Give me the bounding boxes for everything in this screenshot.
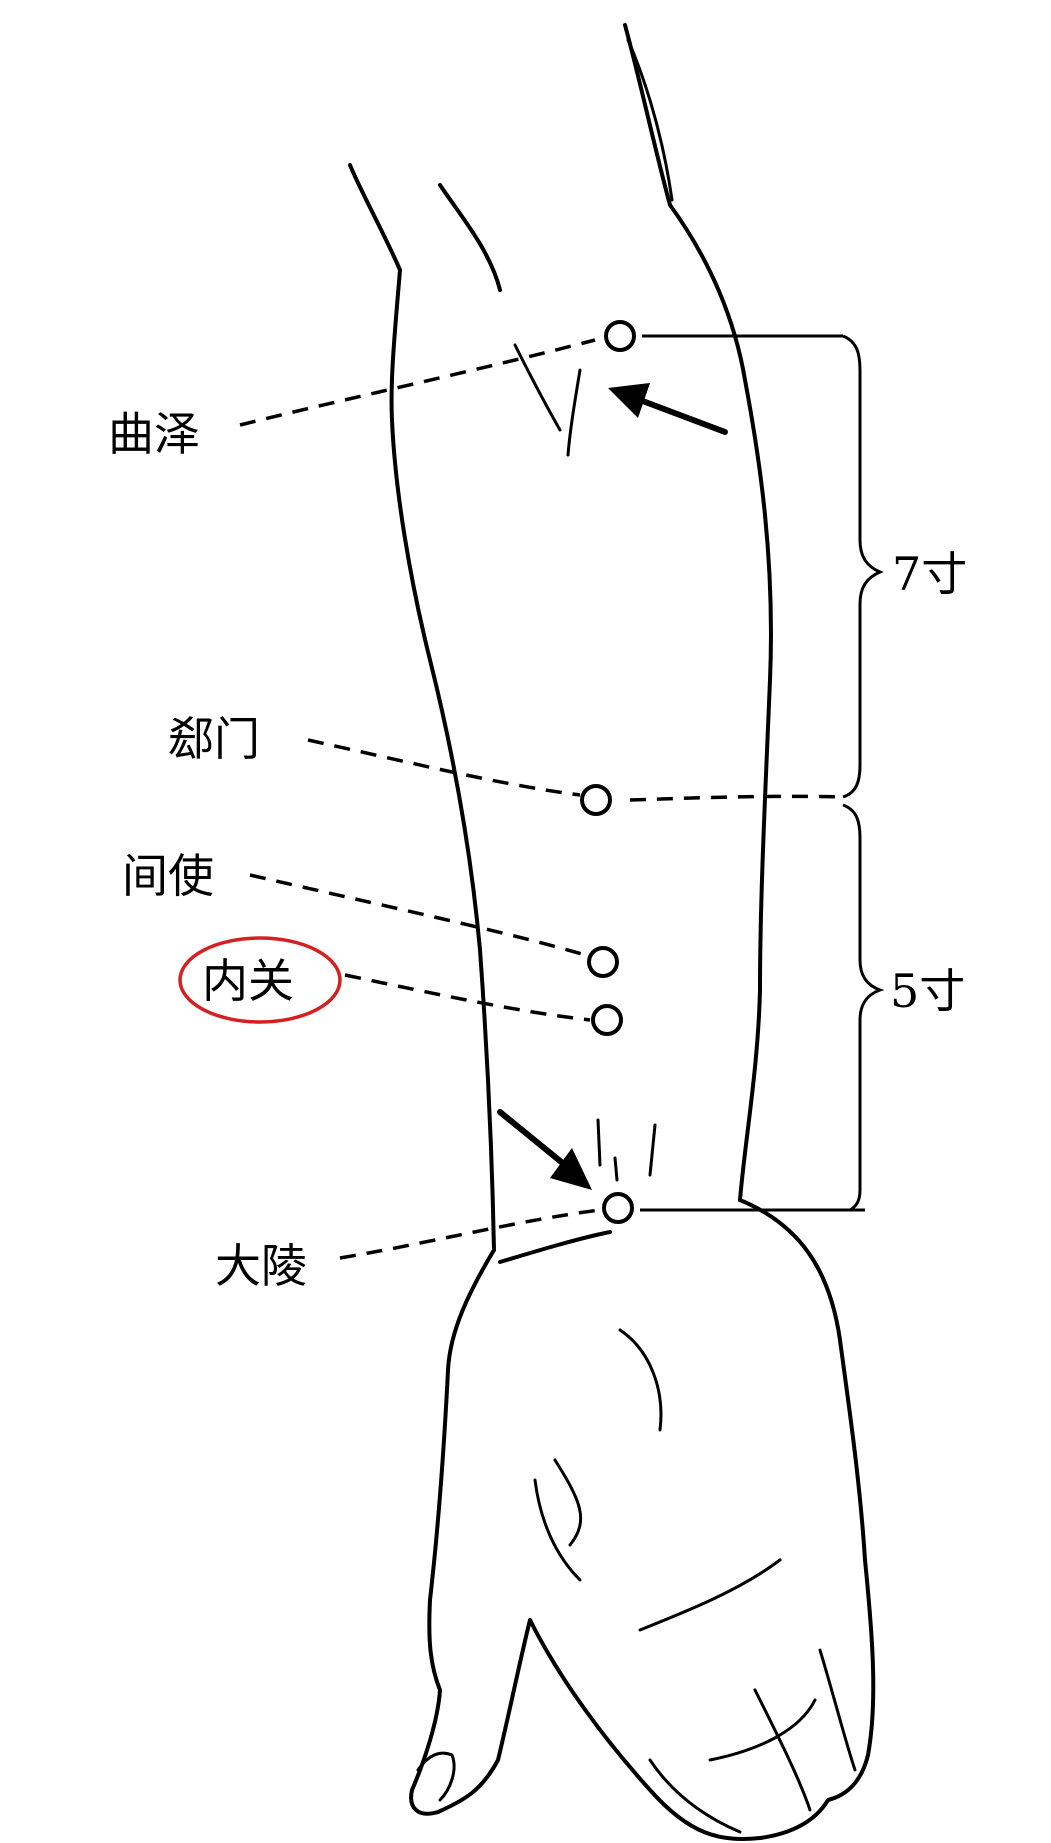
- wrist-arrow: [497, 1109, 592, 1190]
- measure-5cun-label: 5寸: [890, 964, 965, 1018]
- neiguan-highlight-ellipse: [178, 936, 342, 1024]
- upper-arm-crease: [438, 183, 502, 292]
- upper-arm-outline-left: [348, 163, 402, 272]
- jianshi-point: [587, 946, 619, 978]
- thumb-nail: [416, 1751, 456, 1802]
- quze-label: 曲泽: [108, 407, 200, 461]
- wrist-line: [498, 1230, 612, 1264]
- elbow-crease-1: [513, 343, 562, 432]
- elbow-crease-2: [566, 368, 582, 457]
- neiguan-label: 内关: [202, 954, 294, 1008]
- ximen-point: [580, 784, 612, 816]
- quze-point: [604, 320, 636, 352]
- elbow-inner-contour: [626, 38, 674, 202]
- finger-line-1: [648, 1758, 742, 1834]
- palm-crease-3: [533, 1478, 582, 1582]
- measure-7cun-label: 7寸: [892, 547, 967, 601]
- neiguan-leader: [344, 973, 591, 1022]
- wrist-crease-3: [613, 1156, 619, 1182]
- neiguan-point: [591, 1004, 623, 1036]
- jianshi-leader: [249, 873, 586, 957]
- palm-crease-4: [638, 1558, 782, 1632]
- palm-crease-1: [618, 1328, 663, 1432]
- ximen-label: 郄门: [168, 712, 260, 766]
- ximen-leader: [307, 738, 581, 797]
- forearm-left-edge: [389, 268, 496, 1252]
- daling-point: [602, 1192, 634, 1224]
- palm-crease-2: [553, 1458, 583, 1547]
- brace-7cun: [842, 334, 884, 799]
- forearm-right-edge: [668, 203, 773, 1202]
- wrist-crease-2: [648, 1123, 657, 1177]
- palm-crease-5: [708, 1698, 817, 1762]
- finger-line-2: [753, 1688, 812, 1812]
- jianshi-label: 间使: [122, 849, 214, 903]
- daling-leader: [339, 1208, 601, 1260]
- wrist-crease-1: [596, 1118, 602, 1167]
- ximen-crossline: [629, 794, 846, 802]
- brace-5cun: [842, 803, 885, 1212]
- finger-line-3: [818, 1648, 857, 1772]
- hand-outline: [409, 1198, 876, 1841]
- elbow-arrow: [608, 383, 728, 435]
- quze-leader: [239, 338, 596, 427]
- daling-label: 大陵: [215, 1239, 307, 1293]
